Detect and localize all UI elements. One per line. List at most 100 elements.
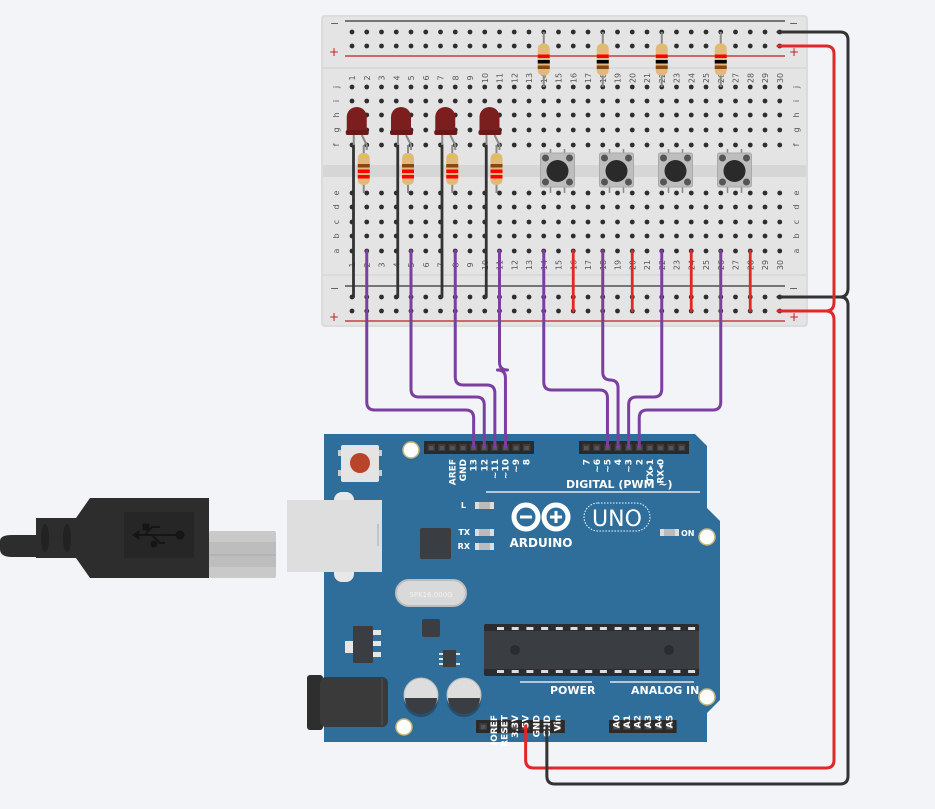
rail-hole[interactable] bbox=[688, 29, 694, 35]
breadboard-hole[interactable] bbox=[423, 98, 429, 104]
breadboard-hole[interactable] bbox=[762, 142, 768, 148]
rail-hole[interactable] bbox=[438, 43, 443, 49]
breadboard-hole[interactable] bbox=[452, 233, 458, 239]
breadboard-hole[interactable] bbox=[585, 190, 591, 196]
breadboard-hole[interactable] bbox=[703, 233, 709, 239]
resistor-button-2[interactable] bbox=[596, 32, 609, 87]
rail-hole[interactable] bbox=[762, 294, 768, 300]
breadboard-hole[interactable] bbox=[703, 204, 709, 210]
rail-hole[interactable] bbox=[762, 308, 768, 314]
breadboard-hole[interactable] bbox=[423, 204, 429, 210]
breadboard-hole[interactable] bbox=[644, 248, 650, 254]
breadboard-hole[interactable] bbox=[762, 248, 768, 254]
breadboard-hole[interactable] bbox=[556, 142, 561, 148]
breadboard-hole[interactable] bbox=[733, 112, 738, 118]
reset-button[interactable] bbox=[338, 445, 382, 482]
pushbutton-4[interactable] bbox=[717, 149, 752, 193]
breadboard-hole[interactable] bbox=[762, 98, 768, 104]
breadboard-hole[interactable] bbox=[777, 98, 783, 104]
breadboard-hole[interactable] bbox=[674, 84, 679, 90]
resistor-led-3[interactable] bbox=[446, 145, 459, 193]
breadboard-hole[interactable] bbox=[762, 204, 768, 210]
breadboard-hole[interactable] bbox=[629, 112, 635, 118]
rail-hole[interactable] bbox=[762, 43, 768, 49]
breadboard-hole[interactable] bbox=[629, 142, 635, 148]
breadboard-hole[interactable] bbox=[526, 233, 532, 239]
breadboard-hole[interactable] bbox=[718, 190, 724, 196]
breadboard-hole[interactable] bbox=[703, 112, 709, 118]
breadboard-hole[interactable] bbox=[703, 98, 709, 104]
breadboard-hole[interactable] bbox=[379, 112, 384, 118]
breadboard-hole[interactable] bbox=[423, 219, 429, 225]
rail-hole[interactable] bbox=[585, 294, 591, 300]
breadboard-hole[interactable] bbox=[733, 204, 738, 210]
breadboard-hole[interactable] bbox=[747, 190, 753, 196]
rail-hole[interactable] bbox=[349, 29, 355, 35]
breadboard-hole[interactable] bbox=[747, 84, 753, 90]
breadboard-hole[interactable] bbox=[511, 190, 517, 196]
button-cap[interactable] bbox=[546, 160, 569, 182]
breadboard-hole[interactable] bbox=[733, 248, 738, 254]
breadboard-hole[interactable] bbox=[467, 112, 473, 118]
breadboard-hole[interactable] bbox=[659, 190, 665, 196]
breadboard-hole[interactable] bbox=[497, 84, 502, 90]
breadboard-hole[interactable] bbox=[600, 190, 606, 196]
breadboard-hole[interactable] bbox=[644, 127, 650, 133]
rail-hole[interactable] bbox=[364, 29, 370, 35]
breadboard-hole[interactable] bbox=[777, 84, 783, 90]
rail-hole[interactable] bbox=[747, 29, 753, 35]
breadboard-hole[interactable] bbox=[452, 204, 458, 210]
breadboard-hole[interactable] bbox=[659, 127, 665, 133]
breadboard-hole[interactable] bbox=[408, 98, 414, 104]
rail-hole[interactable] bbox=[585, 43, 591, 49]
breadboard-hole[interactable] bbox=[364, 204, 370, 210]
rail-hole[interactable] bbox=[349, 308, 355, 314]
rail-hole[interactable] bbox=[615, 43, 620, 49]
breadboard-hole[interactable] bbox=[379, 127, 384, 133]
breadboard-hole[interactable] bbox=[393, 84, 399, 90]
breadboard-hole[interactable] bbox=[674, 98, 679, 104]
breadboard-hole[interactable] bbox=[467, 84, 473, 90]
breadboard-hole[interactable] bbox=[659, 233, 665, 239]
breadboard-hole[interactable] bbox=[762, 219, 768, 225]
breadboard-hole[interactable] bbox=[379, 233, 384, 239]
breadboard-hole[interactable] bbox=[497, 98, 502, 104]
breadboard-hole[interactable] bbox=[379, 248, 384, 254]
breadboard-hole[interactable] bbox=[629, 219, 635, 225]
breadboard-hole[interactable] bbox=[777, 204, 783, 210]
resistor-button-3[interactable] bbox=[655, 32, 668, 87]
breadboard-hole[interactable] bbox=[423, 112, 429, 118]
breadboard-hole[interactable] bbox=[467, 98, 473, 104]
breadboard-hole[interactable] bbox=[541, 219, 547, 225]
resistor-button-1[interactable] bbox=[537, 32, 550, 87]
rail-hole[interactable] bbox=[615, 29, 620, 35]
breadboard-hole[interactable] bbox=[644, 219, 650, 225]
rail-hole[interactable] bbox=[629, 29, 635, 35]
breadboard-hole[interactable] bbox=[570, 84, 576, 90]
breadboard-hole[interactable] bbox=[718, 112, 724, 118]
rail-hole[interactable] bbox=[511, 43, 517, 49]
breadboard-hole[interactable] bbox=[703, 190, 709, 196]
digital-header-right[interactable] bbox=[579, 441, 689, 454]
breadboard-hole[interactable] bbox=[452, 190, 458, 196]
breadboard-hole[interactable] bbox=[482, 84, 488, 90]
rail-hole[interactable] bbox=[438, 308, 443, 314]
rail-hole[interactable] bbox=[467, 308, 473, 314]
rail-hole[interactable] bbox=[747, 43, 753, 49]
breadboard-hole[interactable] bbox=[777, 248, 783, 254]
breadboard-hole[interactable] bbox=[511, 219, 517, 225]
signal-wire[interactable] bbox=[365, 249, 476, 449]
breadboard-hole[interactable] bbox=[379, 219, 384, 225]
rail-hole[interactable] bbox=[556, 43, 561, 49]
rail-hole[interactable] bbox=[379, 308, 384, 314]
breadboard-hole[interactable] bbox=[629, 204, 635, 210]
breadboard-hole[interactable] bbox=[526, 190, 532, 196]
breadboard-hole[interactable] bbox=[423, 84, 429, 90]
breadboard-hole[interactable] bbox=[556, 190, 561, 196]
breadboard-hole[interactable] bbox=[585, 219, 591, 225]
breadboard-hole[interactable] bbox=[718, 204, 724, 210]
breadboard-hole[interactable] bbox=[541, 112, 547, 118]
breadboard-hole[interactable] bbox=[556, 219, 561, 225]
signal-wire[interactable] bbox=[409, 249, 486, 449]
